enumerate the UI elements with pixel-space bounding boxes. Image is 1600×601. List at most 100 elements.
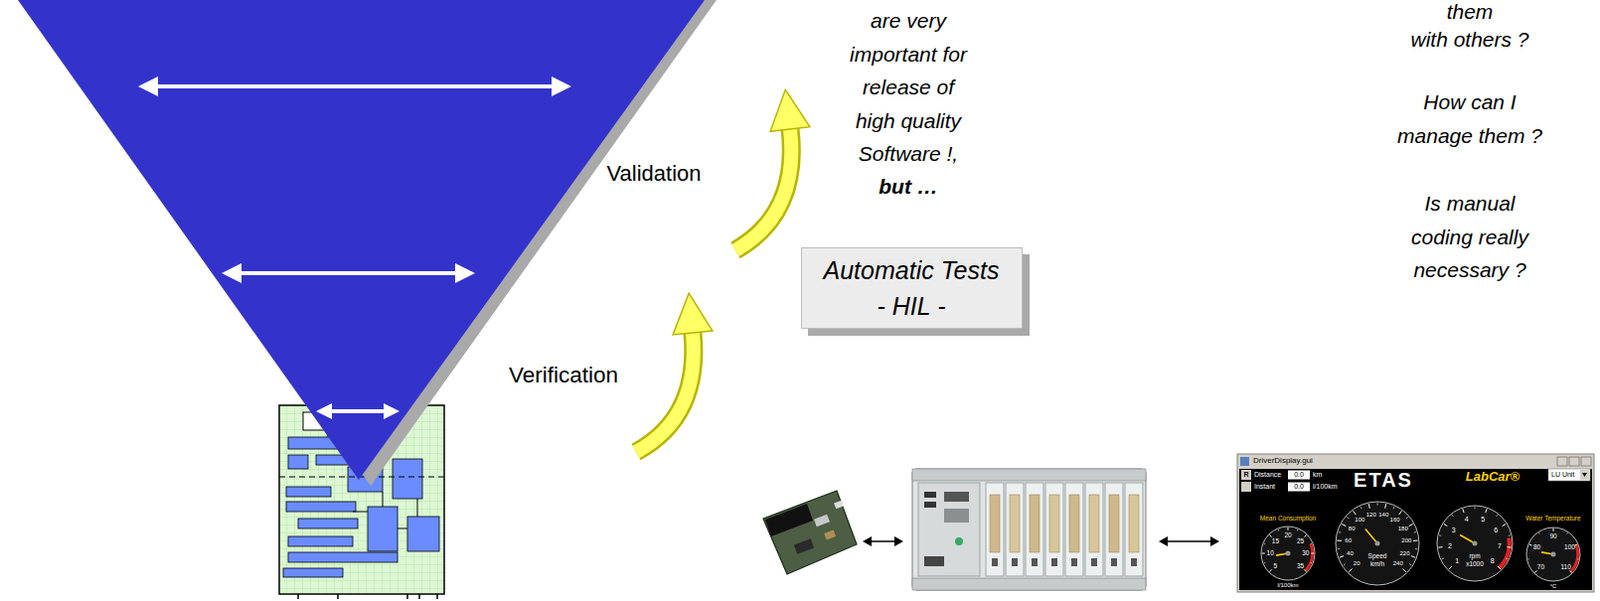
labcar-display-part [1241,481,1252,492]
gauge-unit: l/100km [1277,582,1298,590]
gauge-tick [1277,529,1280,531]
pxi-module [1005,482,1024,577]
labcar-display [1237,454,1595,593]
gauge-number: 15 [1272,537,1280,545]
gauge-number: 60 [1344,537,1352,545]
verification-arrow-part [636,332,694,453]
verification-arrow-part [636,332,694,453]
gauge-needle [1365,529,1378,544]
gauge-number: 120 [1366,511,1377,519]
field-value: 0.0 [1293,482,1304,491]
gauge-tick [1569,570,1572,573]
note-text: are very important for release of high q… [844,3,972,171]
gauge-tick [1506,546,1511,548]
level-arrow-part [316,403,332,420]
gauge-number: 3 [1451,526,1456,535]
module-connector [1109,494,1120,553]
module-port [1091,558,1098,567]
module-port [991,558,998,567]
gauge-number: 25 [1296,537,1304,545]
gauge-tick [1269,569,1272,572]
labcar-display-part [1287,482,1310,492]
gauge-needle [1459,534,1475,544]
ecu-board-part [763,490,857,575]
gauge-tick [1339,556,1344,559]
level-arrow-part [239,271,458,276]
validation-arrow-part [735,129,792,251]
level-arrow-part [551,76,572,97]
gauge-tick [1360,506,1362,509]
labcar-display-part [1241,470,1252,480]
gauge-red-zone [1303,543,1314,573]
gauge-tick [1336,540,1342,542]
gauge-dial [1335,501,1420,586]
level-arrow-part [383,403,400,420]
link-arrow-part [894,536,904,547]
labcar-display-part [1237,454,1595,593]
window-title: DriverDisplay.gui [1253,456,1313,466]
gauge-number: 160 [1390,516,1401,524]
circuit-board-part [298,518,358,529]
gauge-number: 220 [1400,550,1411,558]
pxi-chassis-part [912,578,1146,591]
gauge-tick [1414,531,1417,534]
gauge-number: 2 [1447,542,1452,551]
gauge-number: 20 [1283,531,1291,539]
field-value: 0.0 [1293,471,1304,480]
ecu-board [763,490,857,575]
gauge-number: 140 [1378,511,1389,519]
gauge-tick [1413,540,1419,542]
module-connector [1089,494,1100,553]
note-text: but … [878,174,938,199]
link-arrow-part [869,540,897,543]
pxi-chassis-part [924,556,945,567]
labcar-display-part [1580,470,1590,480]
labcar-display-part [1582,473,1588,478]
gauge-tick [1462,508,1464,513]
unit-label: km [1312,471,1322,480]
gauge-tick [1262,553,1266,555]
pxi-module [1085,482,1104,577]
gauge-tick [1409,523,1414,526]
gauge-tick [1441,558,1444,561]
gauge-face [1335,501,1420,586]
link-arrow-part [1165,540,1213,543]
gauge-tick [1377,502,1379,506]
gauge-unit: Speed [1368,552,1388,560]
gauge-tick [1337,548,1340,550]
pxi-chassis-part [924,501,937,508]
circuit-board-part [288,552,398,563]
pxi-chassis [912,469,1146,591]
labcar-display-part [1287,471,1310,480]
ecu-board-part [794,538,814,555]
gauge-tick [1348,569,1352,573]
module-port [1011,558,1018,567]
gauge-tick [1264,562,1266,565]
gauge-tick [1310,553,1314,555]
gauge-tick [1399,510,1403,515]
pxi-module [1105,482,1123,577]
ecu-board-part [823,529,836,540]
pxi-chassis-part [944,508,969,523]
gauge-number: 180 [1398,525,1409,533]
gauge-face [1261,526,1315,581]
gauge-number: 100 [1564,543,1576,551]
pxi-chassis-part [912,469,1146,481]
module-panel [1005,482,1024,577]
module-port [1071,558,1078,567]
module-panel [1105,482,1123,577]
dropdown-value: LU Unit [1551,471,1575,480]
gauge-number: 80 [1348,525,1356,533]
gauge-tick [1534,570,1537,573]
gauge-tick [1485,508,1487,513]
validation-arrow-part [770,89,810,132]
gauge-tick [1403,569,1407,573]
gauge-number: 80 [1533,543,1541,551]
gauge-tick [1474,506,1476,509]
gauge-number: 20 [1353,560,1361,568]
gauge-tick [1310,562,1312,565]
gauge-number: 10 [1267,549,1275,557]
gauge-title: Water Temperature [1525,514,1581,522]
gauge-tick [1497,566,1501,570]
